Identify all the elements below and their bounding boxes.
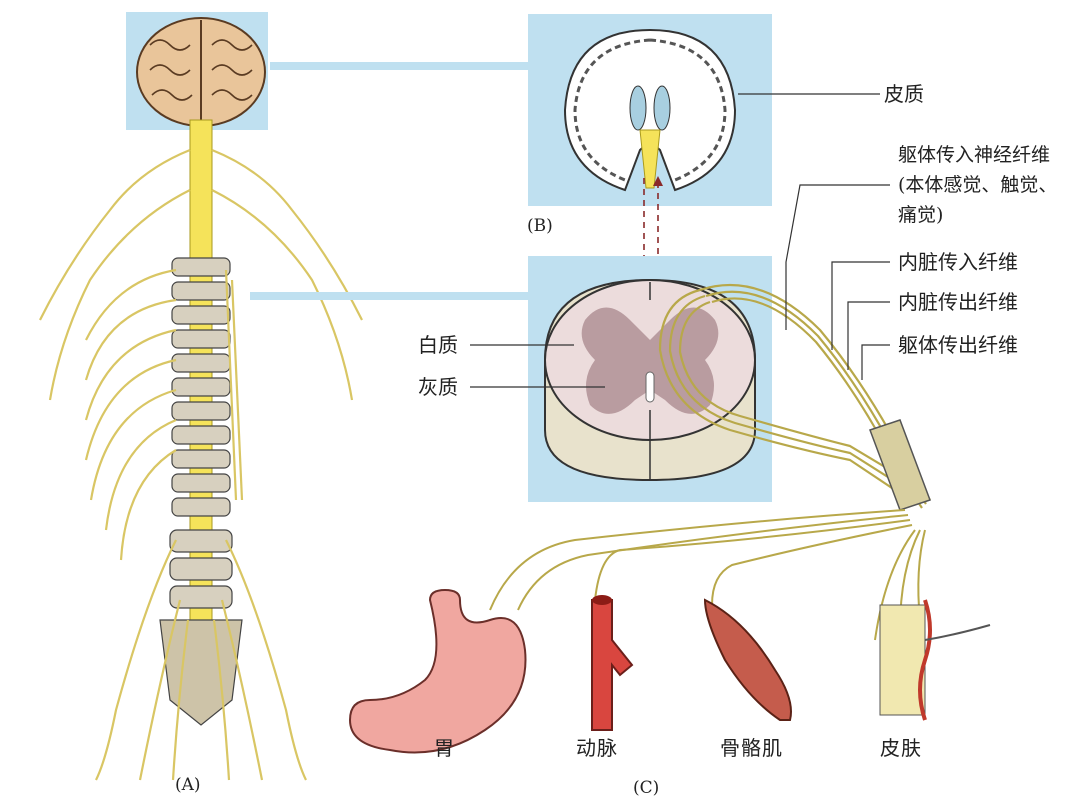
brain-icon (137, 18, 265, 126)
skeletal-muscle-icon (705, 600, 791, 720)
panel-b-brain-section: (B) (527, 14, 772, 268)
skin-icon (880, 600, 990, 720)
white-matter-label: 白质 (418, 335, 458, 355)
panel-a-label: (A) (175, 775, 201, 795)
gray-matter-label: 灰质 (418, 377, 458, 397)
visceral-efferent-label: 内脏传出纤维 (898, 292, 1018, 312)
nerve-trunk (870, 420, 930, 510)
skin-label: 皮肤 (880, 738, 922, 758)
panel-c-spinal-section: (C) (490, 256, 930, 798)
panel-a-nervous-system: (A) (40, 12, 362, 795)
organ-fibers (490, 510, 925, 640)
connector-band-spine (250, 292, 528, 300)
artery-label: 动脉 (576, 738, 618, 758)
skeletal-muscle-label: 骨骼肌 (720, 738, 783, 758)
somatic-efferent-label: 躯体传出纤维 (898, 335, 1018, 355)
visceral-afferent-label: 内脏传入纤维 (898, 252, 1018, 272)
stomach-icon (350, 590, 526, 753)
panel-c-label: (C) (633, 778, 659, 798)
stomach-label: 胃 (434, 738, 455, 758)
artery-icon (592, 595, 632, 730)
connector-band-brain (270, 62, 528, 70)
somatic-afferent-label: 躯体传入神经纤维(本体感觉、触觉、痛觉) (898, 140, 1068, 230)
cortex-label: 皮质 (884, 84, 924, 104)
panel-b-label: (B) (527, 216, 553, 236)
